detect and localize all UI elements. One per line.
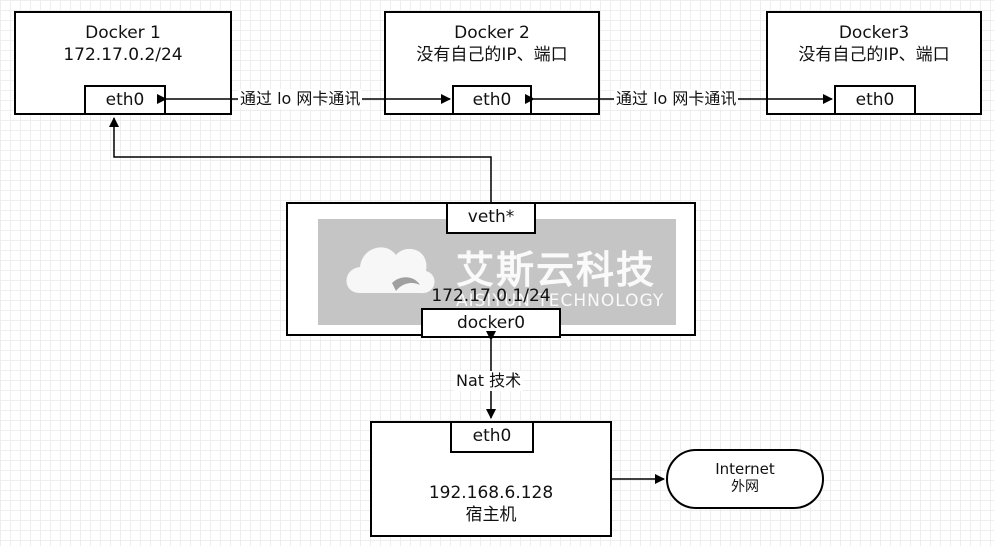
docker2-ip: 没有自己的IP、端口 [416, 45, 568, 65]
docker2-name: Docker 2 [454, 23, 530, 43]
docker3-name: Docker3 [838, 23, 910, 43]
host-eth0-port: eth0 [450, 421, 534, 453]
docker3-eth0-port: eth0 [834, 85, 916, 115]
internet-node: Internet 外网 [666, 449, 824, 509]
bridge-ip: 172.17.0.1/24 [431, 286, 551, 306]
veth-to-d1-link [109, 117, 492, 202]
docker1-ip: 172.17.0.2/24 [63, 45, 183, 65]
watermark-title: 艾斯云科技 [456, 248, 657, 292]
host-box: eth0 192.168.6.128 宿主机 [370, 421, 612, 537]
watermark-subtitle: AISIYUN TECHNOLOGY [456, 291, 665, 311]
host-name: 宿主机 [465, 505, 517, 525]
internet-subtitle: 外网 [731, 479, 759, 495]
docker3-box: Docker3 没有自己的IP、端口 eth0 [766, 11, 982, 115]
docker1-name: Docker 1 [85, 23, 161, 43]
nat-link-label: Nat 技术 [454, 371, 524, 391]
watermark: 艾斯云科技 AISIYUN TECHNOLOGY [318, 219, 676, 325]
docker2-eth0-port: eth0 [452, 85, 532, 115]
veth-port: veth* [446, 202, 536, 234]
docker3-ip: 没有自己的IP、端口 [798, 45, 950, 65]
cloud-logo-icon [346, 247, 435, 294]
d2-d3-link-label: 通过 lo 网卡通讯 [614, 89, 739, 109]
d1-d2-link-label: 通过 lo 网卡通讯 [238, 89, 363, 109]
host-ip: 192.168.6.128 [428, 483, 554, 503]
internet-title: Internet [715, 460, 775, 478]
